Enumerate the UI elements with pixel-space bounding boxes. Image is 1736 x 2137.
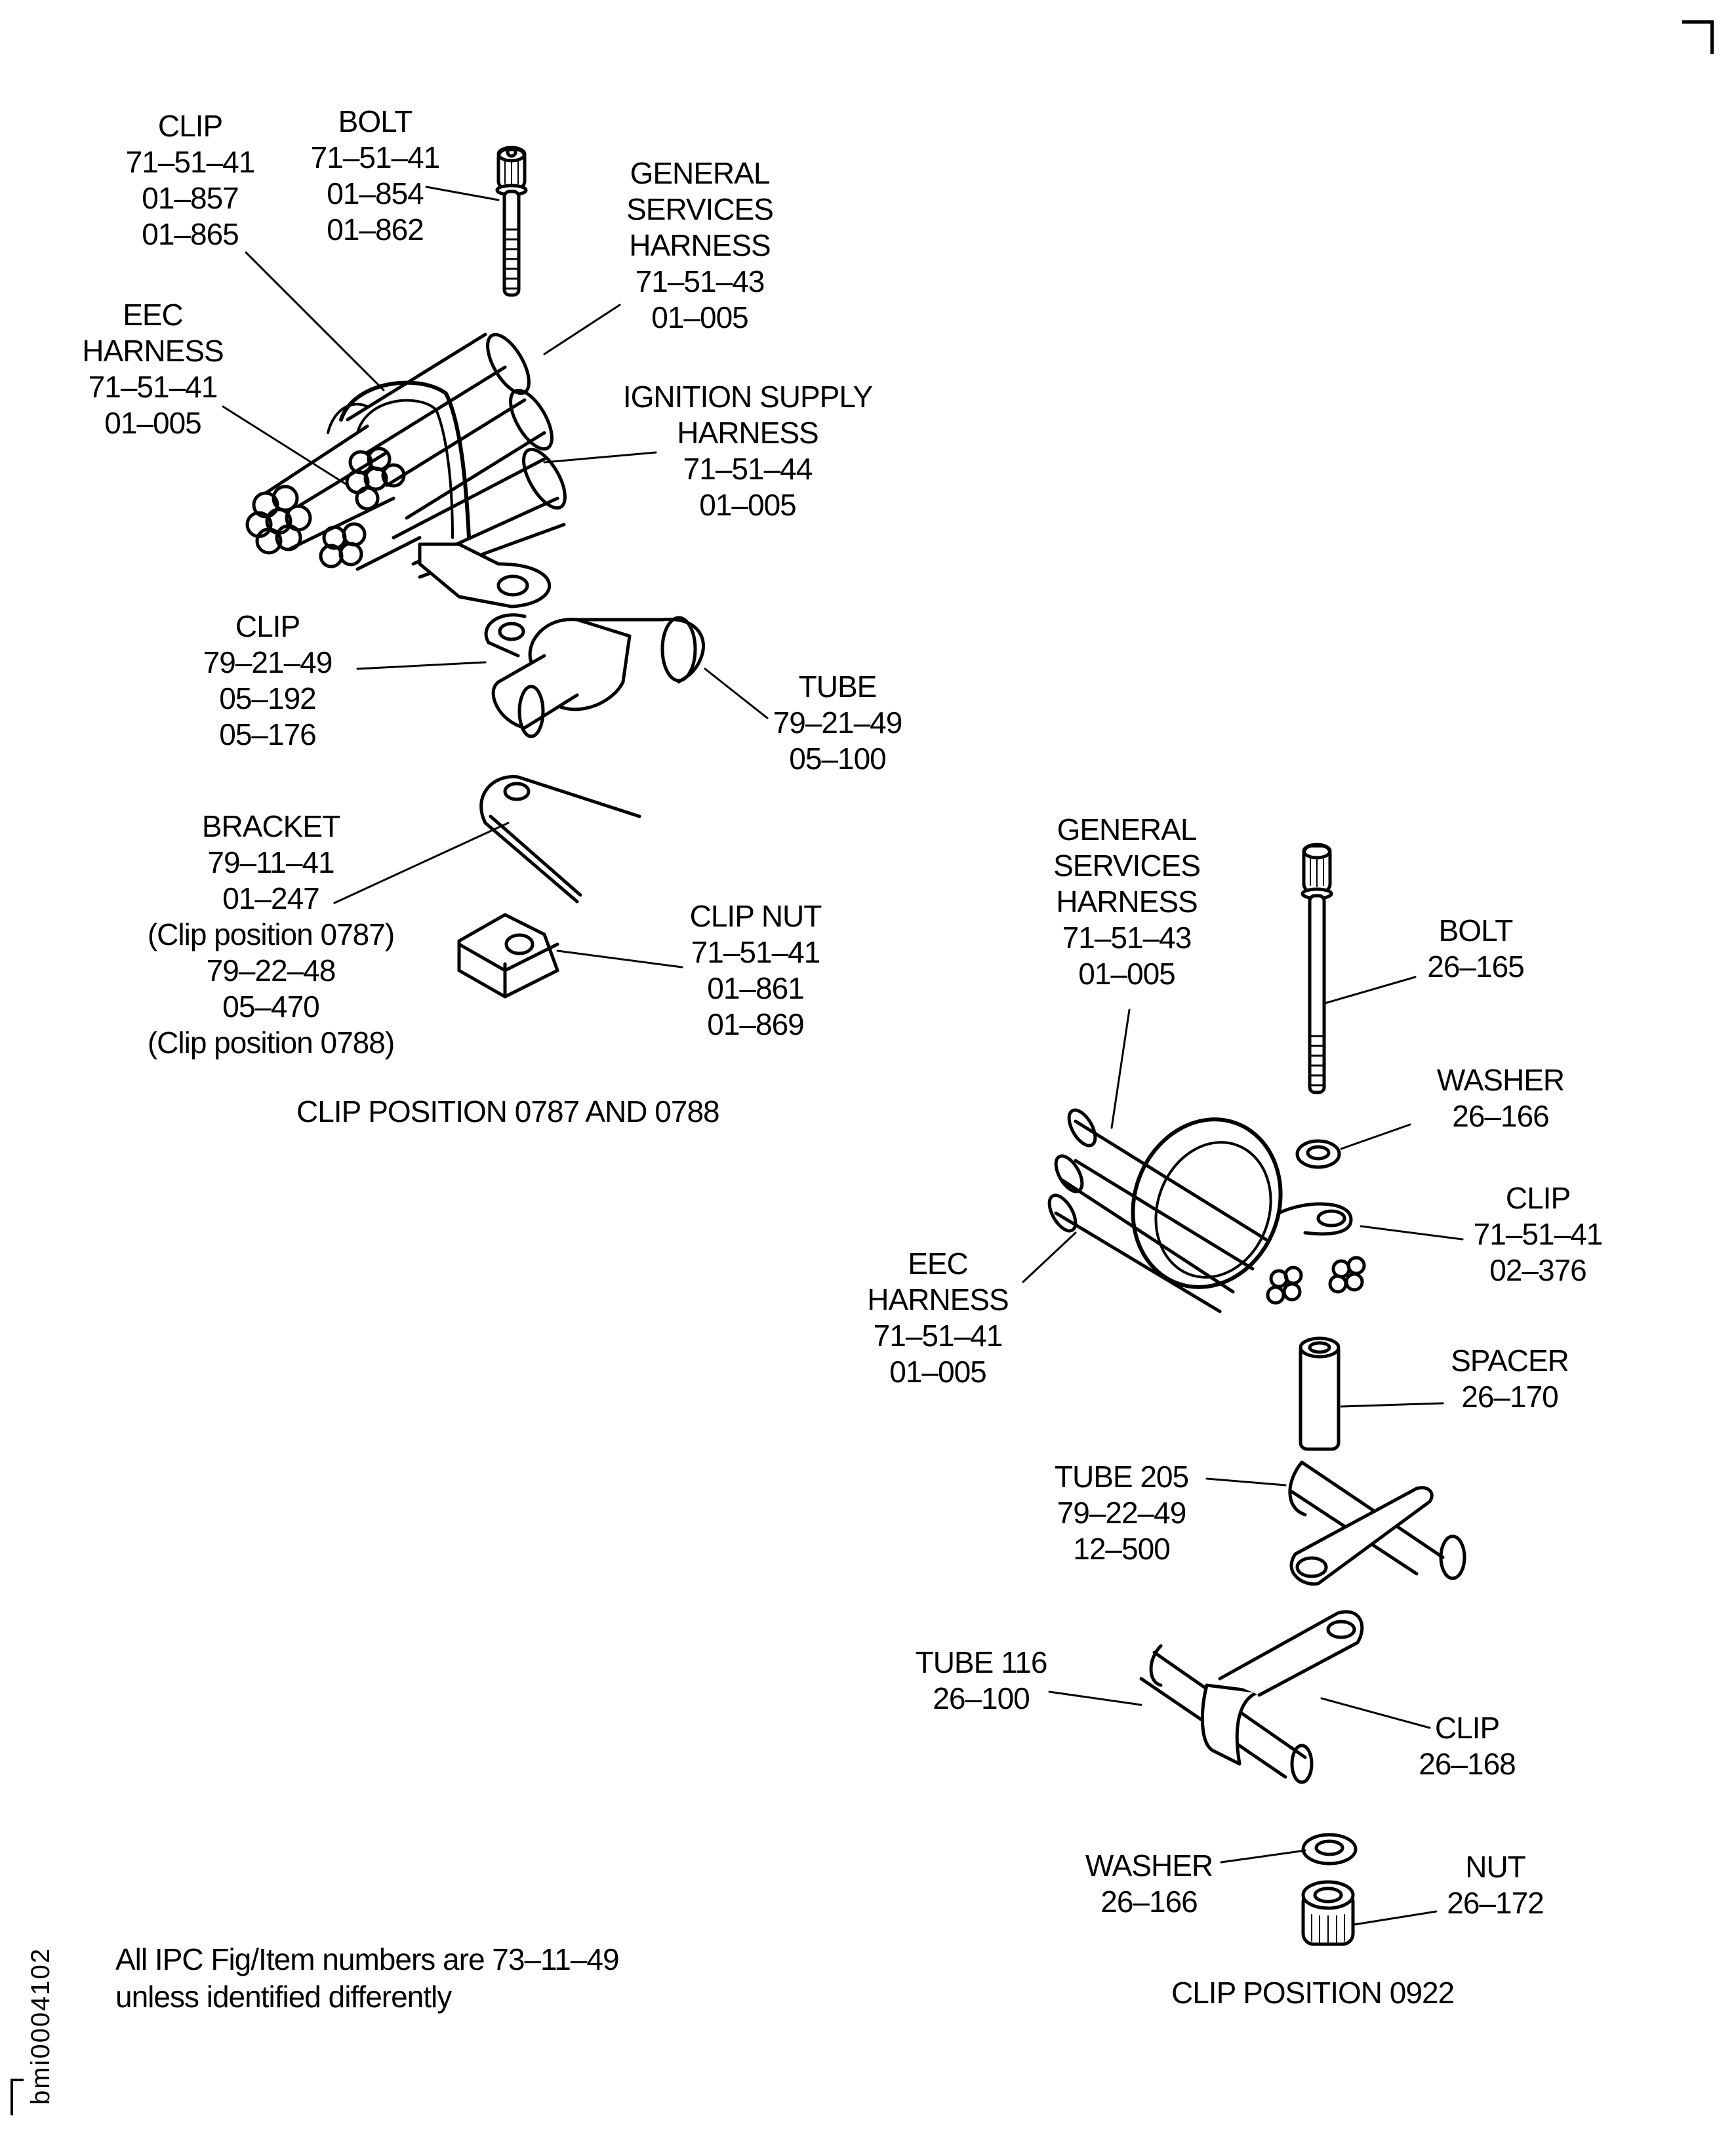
clip-tube-part: [484, 613, 705, 738]
callout-washer-lower: WASHER 26–166: [1085, 1848, 1213, 1919]
leader-general-services: [543, 304, 621, 355]
callout-clip-02-376: CLIP 71–51–41 02–376: [1473, 1181, 1604, 1287]
leader-bracket: [333, 822, 510, 904]
leader-ignition: [543, 451, 657, 464]
callout-tube-79-21-49: TUBE 79–21–49 05–100: [773, 669, 903, 776]
long-bolt-part: [1301, 843, 1333, 1094]
callout-clip-26-168: CLIP 26–168: [1419, 1711, 1516, 1781]
washer-upper-part: [1295, 1139, 1341, 1169]
leader-tube-205: [1205, 1477, 1287, 1487]
callout-nut: NUT 26–172: [1447, 1850, 1544, 1920]
callout-eec-harness-right: EEC HARNESS 71–51–41 01–005: [867, 1247, 1009, 1389]
leader-clip-02-376: [1360, 1225, 1464, 1241]
spacer-part: [1299, 1336, 1341, 1451]
leader-clip-nut: [556, 949, 683, 969]
callout-tube-116: TUBE 116 26–100: [915, 1645, 1048, 1715]
leader-spacer: [1340, 1402, 1444, 1408]
callout-general-services-harness: GENERAL SERVICES HARNESS 71–51–43 01–005: [626, 156, 774, 334]
callout-tube-205: TUBE 205 79–22–49 12–500: [1054, 1460, 1189, 1566]
leader-bolt: [425, 186, 500, 201]
callout-bolt-26-165: BOLT 26–165: [1427, 913, 1524, 984]
tube-116-part: [1139, 1610, 1364, 1784]
leader-clip-79-21-49: [356, 661, 487, 670]
callout-clip-nut: CLIP NUT 71–51–41 01–861 01–869: [689, 899, 822, 1041]
caption-clip-position-0922: CLIP POSITION 0922: [1171, 1976, 1455, 2010]
ipc-note-line-2: unless identified differently: [115, 1980, 452, 2014]
bracket-part: [479, 775, 641, 904]
callout-general-services-harness-right: GENERAL SERVICES HARNESS 71–51–43 01–005: [1053, 812, 1201, 991]
leader-nut: [1353, 1910, 1438, 1926]
callout-eec-harness: EEC HARNESS 71–51–41 01–005: [82, 298, 224, 440]
leader-eec-right: [1022, 1231, 1077, 1283]
callout-ignition-supply-harness: IGNITION SUPPLY HARNESS 71–51–44 01–005: [622, 380, 873, 522]
callout-bolt-71-51-41: BOLT 71–51–41 01–854 01–862: [310, 104, 441, 247]
leader-tube-116: [1048, 1690, 1142, 1706]
callout-clip-79-21-49: CLIP 79–21–49 05–192 05–176: [203, 609, 333, 751]
tube-205-part: [1288, 1460, 1466, 1586]
leader-tube: [704, 668, 769, 719]
leader-washer-lower: [1220, 1849, 1306, 1864]
callout-bracket: BRACKET 79–11–41 01–247 (Clip position 0…: [147, 809, 395, 1060]
caption-clip-position-0787-0788: CLIP POSITION 0787 AND 0788: [296, 1094, 720, 1128]
leader-general-services-right: [1110, 1009, 1131, 1129]
leader-clip-26-168: [1320, 1697, 1431, 1729]
ipc-note-line-1: All IPC Fig/Item numbers are 73–11–49: [115, 1942, 620, 1976]
harness-bundle-part: [245, 332, 567, 609]
figure-id: bmi0004102: [26, 1947, 55, 2105]
leader-eec: [222, 405, 349, 487]
ipc-note: All IPC Fig/Item numbers are 73–11–49 un…: [115, 1941, 620, 2016]
callout-spacer: SPACER 26–170: [1451, 1344, 1569, 1414]
clip-nut-part: [457, 913, 559, 999]
harness-bundle-right-part: [1047, 1108, 1366, 1313]
leader-bolt-26-165: [1323, 976, 1417, 1005]
nut-part: [1301, 1880, 1355, 1946]
callout-washer-upper: WASHER 26–166: [1436, 1063, 1565, 1133]
leader-clip-top: [245, 251, 385, 391]
washer-lower-part: [1301, 1833, 1358, 1866]
callout-clip-71-51-41: CLIP 71–51–41 01–857 01–865: [125, 109, 256, 251]
crop-mark-top-right: [1682, 20, 1714, 54]
leader-washer-upper: [1340, 1123, 1411, 1150]
figure-id-bracket: [10, 2079, 24, 2115]
bolt-part: [495, 146, 528, 297]
